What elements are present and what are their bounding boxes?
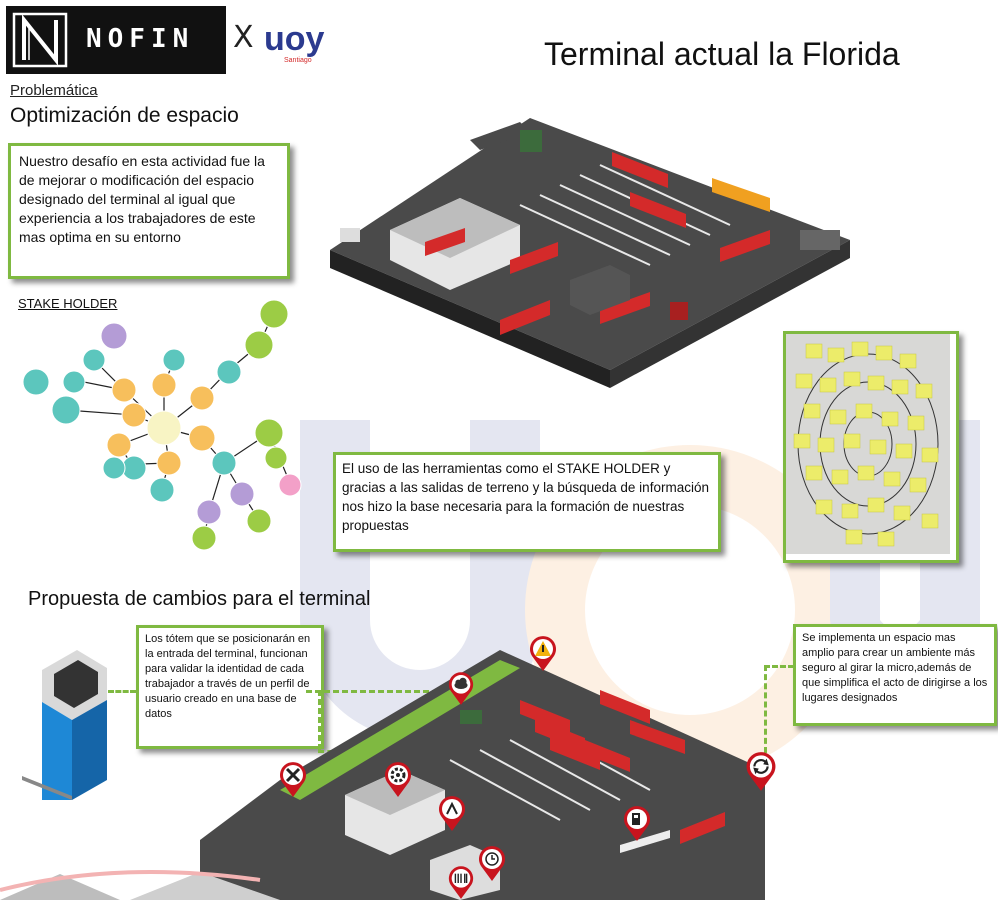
- clock-icon: [479, 846, 505, 881]
- brand-name: NOFIN: [86, 24, 195, 54]
- proposal-heading: Propuesta de cambios para el terminal: [28, 588, 371, 610]
- stakeholder-map: [22, 299, 302, 551]
- brand-separator: X: [233, 20, 254, 55]
- totem-illustration: [22, 650, 107, 800]
- nofin-logo: [6, 6, 226, 74]
- nofin-n-mark-icon: [12, 12, 68, 68]
- tools-icon: [280, 762, 306, 797]
- space-note: Se implementa un espacio mas amplio para…: [793, 624, 997, 726]
- totem-connector-down: [318, 690, 321, 750]
- tools-note: El uso de las herramientas como el STAKE…: [333, 452, 721, 552]
- current-terminal-illustration: [330, 118, 850, 388]
- challenge-description: Nuestro desafío en esta actividad fue la…: [8, 143, 290, 279]
- location-pin-icon: [439, 796, 465, 831]
- barcode-icon: [448, 866, 474, 899]
- totem-note: Los tótem que se posicionarán en la entr…: [136, 625, 324, 749]
- page-title: Terminal actual la Florida: [544, 36, 900, 72]
- uoy-logo-sub: Santiago: [284, 57, 312, 64]
- totem-connector: [108, 690, 136, 693]
- totem-connector-right: [306, 690, 456, 693]
- cloud-icon: [448, 672, 474, 705]
- space-connector: [764, 665, 767, 753]
- fuel-icon: [624, 806, 650, 841]
- uoy-logo-text: uoy: [264, 20, 325, 58]
- refresh-icon: [746, 752, 776, 791]
- sticky-notes-image: [786, 334, 950, 554]
- space-connector-top: [764, 665, 794, 668]
- stakeholder-label: STAKE HOLDER: [18, 296, 118, 311]
- footer-fragment: [0, 870, 280, 900]
- sticky-notes-photo: [783, 331, 959, 563]
- warning-icon: [530, 636, 556, 671]
- section-heading: Optimización de espacio: [10, 104, 239, 127]
- problem-label: Problemática: [10, 82, 98, 99]
- uoy-logo: uoy Santiago: [264, 20, 325, 64]
- gear-icon: [385, 762, 411, 797]
